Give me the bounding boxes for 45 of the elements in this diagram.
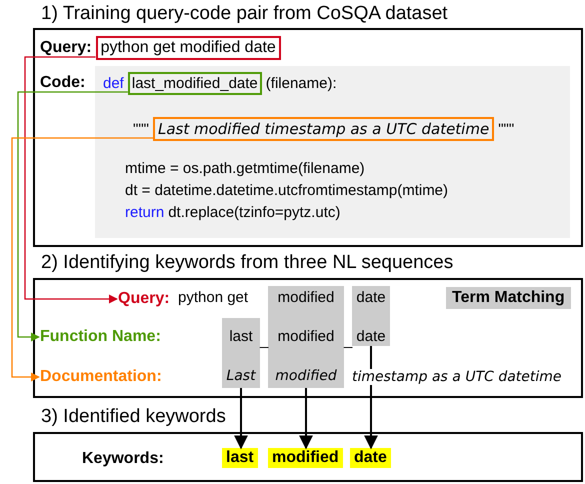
matched-term: Last (225, 368, 257, 384)
keyword-highlight: modified (268, 448, 343, 468)
underscore: _ (344, 332, 352, 349)
field-label: Code: (40, 74, 86, 92)
section-heading: 3) Identified keywords (41, 406, 226, 428)
arrow (24, 56, 118, 304)
code-keyword: def (103, 75, 124, 92)
arrow (11, 137, 153, 382)
keyword-highlight: date (350, 448, 391, 468)
highlight-column (352, 286, 390, 346)
matched-term: last (228, 328, 254, 345)
sequence-label: Function Name: (40, 327, 161, 347)
matched-term: date (355, 328, 387, 345)
arrow (17, 91, 128, 342)
code-text: """ (133, 120, 149, 138)
field-label: Keywords: (82, 450, 164, 468)
code-text: (filename): (266, 75, 337, 92)
highlight-column (222, 318, 260, 388)
matched-term: date (355, 289, 387, 306)
keyword-highlight: last (222, 448, 258, 468)
sequence-label: Documentation: (40, 367, 162, 387)
code-text: dt = datetime.datetime.utcfromtimestamp(mtime) (125, 182, 448, 199)
code-text: dt.replace(tzinfo=pytz.utc) (168, 204, 340, 221)
highlight-column (268, 286, 344, 388)
term-matching-tag: Term Matching (446, 287, 571, 309)
code-block (95, 66, 570, 238)
section-heading: 1) Training query-code pair from CoSQA dataset (41, 3, 448, 25)
code-text: """ (498, 120, 514, 138)
documentation-text: timestamp as a UTC datetime (352, 369, 562, 385)
matched-term: modified (276, 328, 336, 345)
arrow (234, 388, 248, 450)
arrow (299, 388, 313, 450)
section-heading: 2) Identifying keywords from three NL sequences (41, 252, 454, 274)
matched-term: modified (274, 368, 338, 384)
arrow (364, 346, 378, 450)
matched-term: modified (276, 289, 336, 306)
query-text-box: python get modified date (96, 36, 281, 60)
underscore: _ (260, 332, 268, 349)
function-name-box: last_modified_date (128, 72, 262, 95)
code-keyword: return (125, 204, 164, 221)
code-text: mtime = os.path.getmtime(filename) (125, 160, 365, 177)
docstring-box: Last modified timestamp as a UTC datetime (152, 117, 494, 141)
sequence-label: Query: (118, 289, 170, 309)
query-text: python get (178, 289, 248, 306)
field-label: Query: (40, 39, 92, 57)
